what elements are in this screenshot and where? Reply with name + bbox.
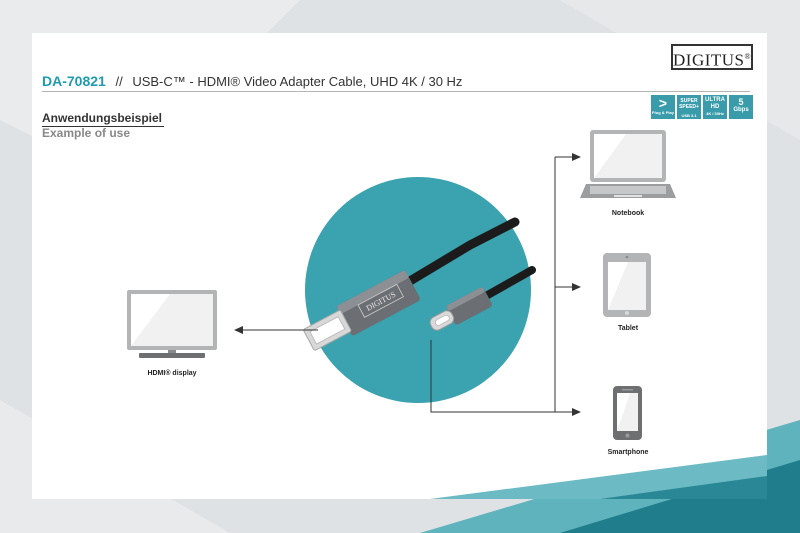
- laptop-icon: [580, 130, 676, 198]
- plug-play-badge: > Plug & Play: [651, 95, 675, 119]
- monitor-icon: [127, 290, 217, 358]
- notebook-label: Notebook: [611, 210, 645, 217]
- usbc-link-line: [430, 340, 555, 413]
- title-divider: [42, 91, 750, 92]
- section-title-en: Example of use: [42, 126, 131, 140]
- arrow-head-display: [234, 326, 243, 334]
- hdmi-connector: DIGITUS: [303, 270, 420, 351]
- tablet-icon: [603, 253, 651, 317]
- title-separator: //: [115, 74, 123, 89]
- product-circle: [305, 177, 531, 403]
- arrow-head-tablet: [572, 283, 581, 291]
- ultra-hd-badge: ULTRA HD 4K / 30Hz: [703, 95, 727, 119]
- arrow-head-smartphone: [572, 408, 581, 416]
- page-title: DA-70821 // USB-C™ - HDMI® Video Adapter…: [42, 73, 462, 89]
- superspeed-badge: SUPER SPEED+ USB 3.1: [677, 95, 701, 119]
- usbc-connector: [429, 287, 492, 331]
- product-title: USB-C™ - HDMI® Video Adapter Cable, UHD …: [132, 74, 463, 89]
- section-title-de: Anwendungsbeispiel: [42, 111, 163, 125]
- display-label: HDMI® display: [147, 370, 197, 377]
- speed-badge: 5 Gbps: [729, 95, 753, 119]
- smartphone-icon: [613, 386, 642, 440]
- smartphone-label: Smartphone: [607, 449, 649, 456]
- section-underline: [42, 126, 164, 127]
- product-code: DA-70821: [42, 73, 106, 89]
- arrow-head-notebook: [572, 153, 581, 161]
- hdmi-cable: [390, 217, 520, 295]
- digitus-logo: DIGITUS®: [671, 44, 753, 70]
- tablet-label: Tablet: [617, 325, 639, 332]
